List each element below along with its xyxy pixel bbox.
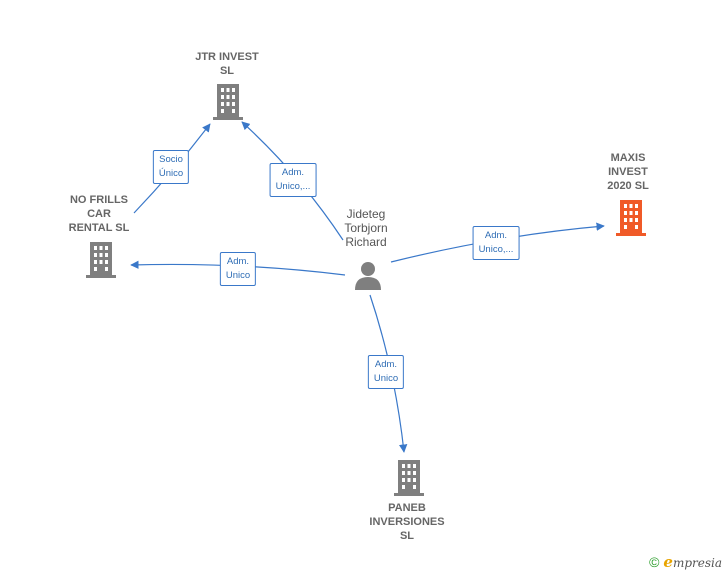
brand-rest: mpresia [672, 556, 722, 570]
edge-label-adm-unico-nofrills: Adm. Unico [219, 252, 257, 286]
edge-label-adm-unico-paneb: Adm. Unico [367, 355, 405, 389]
node-label-no-frills[interactable]: NO FRILLS CAR RENTAL SL [68, 194, 130, 234]
building-icon[interactable] [85, 242, 117, 283]
building-icon[interactable] [615, 200, 647, 241]
copyright-symbol: © [649, 554, 660, 570]
node-label-paneb[interactable]: PANEB INVERSIONES SL [369, 502, 445, 542]
person-icon[interactable] [353, 260, 383, 295]
brand-initial: e [663, 553, 673, 571]
node-label-jtr-invest[interactable]: JTR INVEST SL [195, 51, 259, 77]
brand-logo: empresia [663, 553, 722, 571]
edge-label-socio-unico: Socio Único [152, 150, 190, 184]
edge-label-adm-unico-jtr: Adm. Unico,... [269, 163, 317, 197]
edge-label-adm-unico-maxis: Adm. Unico,... [472, 226, 520, 260]
node-label-person[interactable]: Jideteg Torbjorn Richard [344, 207, 388, 249]
building-icon[interactable] [393, 460, 425, 501]
footer-brand: © empresia [649, 553, 722, 571]
node-label-maxis-invest[interactable]: MAXIS INVEST 2020 SL [607, 152, 649, 192]
building-icon[interactable] [212, 84, 244, 125]
